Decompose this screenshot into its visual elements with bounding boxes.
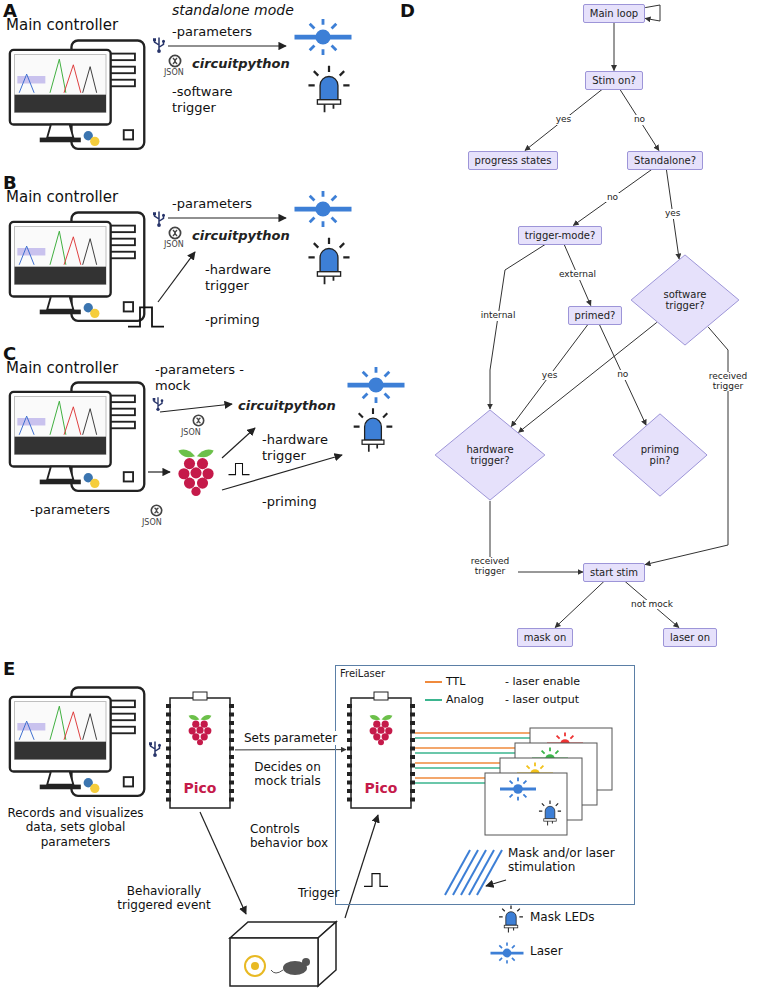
file-format-label: JSON [164, 68, 184, 78]
connector [235, 749, 346, 750]
annotation: Controls behavior box [250, 822, 340, 851]
edge-label: no [615, 370, 630, 380]
connector [525, 90, 602, 151]
edge-label: yes [540, 371, 560, 381]
node-text: mask on [524, 632, 567, 643]
process-box: mask on [517, 628, 574, 647]
connector [614, 23, 615, 71]
annotation: -priming [205, 312, 260, 328]
edge-label: yes [554, 115, 574, 125]
edge-label: received trigger [462, 557, 518, 577]
annotation: Decides on mock trials [240, 760, 335, 789]
process-box: trigger-mode? [518, 226, 602, 245]
decision-diamond: software trigger? [630, 254, 740, 346]
logo-text: circuitpython [192, 56, 290, 72]
process-box: Standalone? [627, 151, 703, 170]
connector [620, 90, 659, 151]
node-text: start stim [590, 567, 638, 578]
connector [599, 325, 646, 426]
decision-diamond: hardware trigger? [434, 409, 546, 501]
annotation: -hardware trigger [205, 262, 283, 293]
edge-label: not mock [629, 600, 675, 610]
panel-letter: D [400, 0, 415, 22]
decision-diamond: priming pin? [612, 413, 708, 497]
device-label: Main controller [6, 359, 118, 377]
legend-text: Laser [530, 944, 563, 958]
process-box: Stim on? [585, 71, 643, 90]
file-format-label: JSON [164, 240, 184, 250]
connector [555, 582, 604, 628]
annotation: -parameters -mock [155, 362, 250, 393]
process-box: start stim [583, 563, 645, 582]
logo-text: circuitpython [238, 398, 336, 414]
file-format-label: JSON [142, 518, 162, 528]
node-text: Pico [184, 780, 217, 796]
device-label: Main controller [6, 16, 118, 34]
node-text: trigger-mode? [525, 230, 595, 241]
connector [519, 322, 657, 432]
file-format-label: JSON [181, 428, 201, 438]
connector [573, 170, 651, 226]
signal-name: Analog [446, 693, 484, 706]
connector [625, 582, 679, 628]
annotation: -software trigger [172, 84, 257, 115]
edge-label: internal [479, 311, 518, 321]
annotation: -priming [262, 494, 317, 510]
edge-label: received trigger [700, 372, 756, 392]
annotation: -parameters [172, 24, 252, 40]
device-label: Main controller [6, 188, 118, 206]
node-text: progress states [475, 155, 552, 166]
node-text: Standalone? [634, 155, 696, 166]
node-text: primed? [575, 310, 616, 321]
signal-name: - laser enable [505, 675, 580, 688]
connector [490, 245, 545, 410]
pico-chip: Pico [165, 690, 235, 810]
pico-chip: Pico [346, 690, 416, 810]
annotation: Mask and/or laser stimulation [508, 846, 620, 875]
node-text: Main loop [590, 8, 638, 19]
node-text: priming pin? [631, 444, 689, 466]
signal-name: TTL [446, 675, 465, 688]
edge-label: external [557, 270, 598, 280]
edge-label: yes [663, 209, 683, 219]
panel-letter: E [3, 658, 15, 680]
annotation: -hardware trigger [262, 432, 340, 463]
process-box: primed? [568, 306, 623, 325]
edge-label: Sets parameter [242, 731, 339, 745]
annotation: -parameters [30, 502, 110, 518]
annotation: -parameters [172, 196, 252, 212]
legend-text: Mask LEDs [530, 910, 594, 924]
edge-label: no [605, 193, 620, 203]
node-text: laser on [670, 632, 710, 643]
freilaser-frame: FreiLaserPico [335, 665, 635, 905]
node-text: Stim on? [592, 75, 636, 86]
process-box: progress states [468, 151, 559, 170]
edge-label: no [632, 115, 647, 125]
annotation: Records and visualizes data, sets global… [3, 806, 148, 849]
node-text: FreiLaser [340, 668, 630, 679]
annotation: Behaviorally triggered event [108, 884, 220, 913]
logo-text: circuitpython [192, 228, 290, 244]
node-text: Pico [365, 780, 398, 796]
mode-label: standalone mode [172, 2, 294, 19]
connector [645, 5, 660, 21]
process-box: Main loop [583, 4, 645, 23]
node-text: hardware trigger? [457, 444, 524, 466]
node-text: software trigger? [652, 289, 718, 311]
process-box: laser on [663, 628, 717, 647]
connector [511, 325, 588, 427]
annotation: Trigger [298, 886, 339, 900]
signal-name: - laser output [505, 693, 579, 706]
